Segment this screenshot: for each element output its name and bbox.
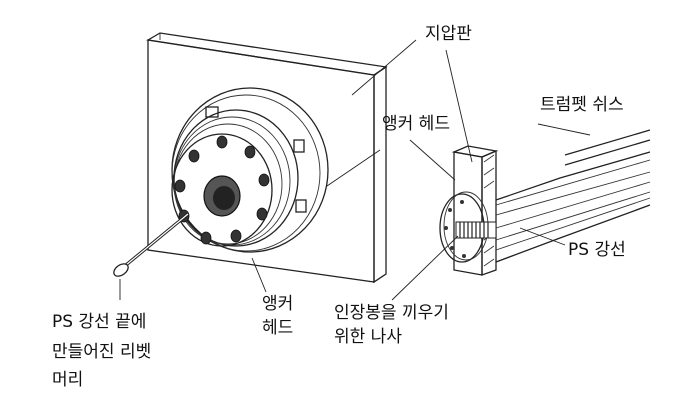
label-anchor-head-lower-2: 헤드 (262, 318, 294, 338)
bearing-plate-block (146, 32, 388, 284)
label-ps-strand: PS 강선 (568, 240, 626, 260)
label-bearing-plate: 지압판 (425, 24, 472, 44)
trumpet-sheath (495, 129, 651, 263)
label-thread-1: 인장봉을 끼우기 (334, 303, 449, 323)
label-anchor-head-upper: 앵커 헤드 (382, 114, 450, 134)
label-thread-2: 위한 나사 (334, 327, 402, 347)
label-trumpet-sheath: 트럼펫 쉬스 (540, 95, 624, 115)
small-anchor-head (439, 191, 497, 263)
strand-with-rivet-head (113, 212, 190, 277)
anchor-head (171, 87, 329, 253)
label-anchor-head-lower-1: 앵커 (262, 294, 294, 314)
label-rivet-1: PS 강선 끝에 (52, 312, 147, 332)
label-rivet-2: 만들어진 리벳 (52, 342, 152, 362)
label-rivet-3: 머리 (52, 370, 84, 390)
leader-lines (119, 39, 591, 301)
